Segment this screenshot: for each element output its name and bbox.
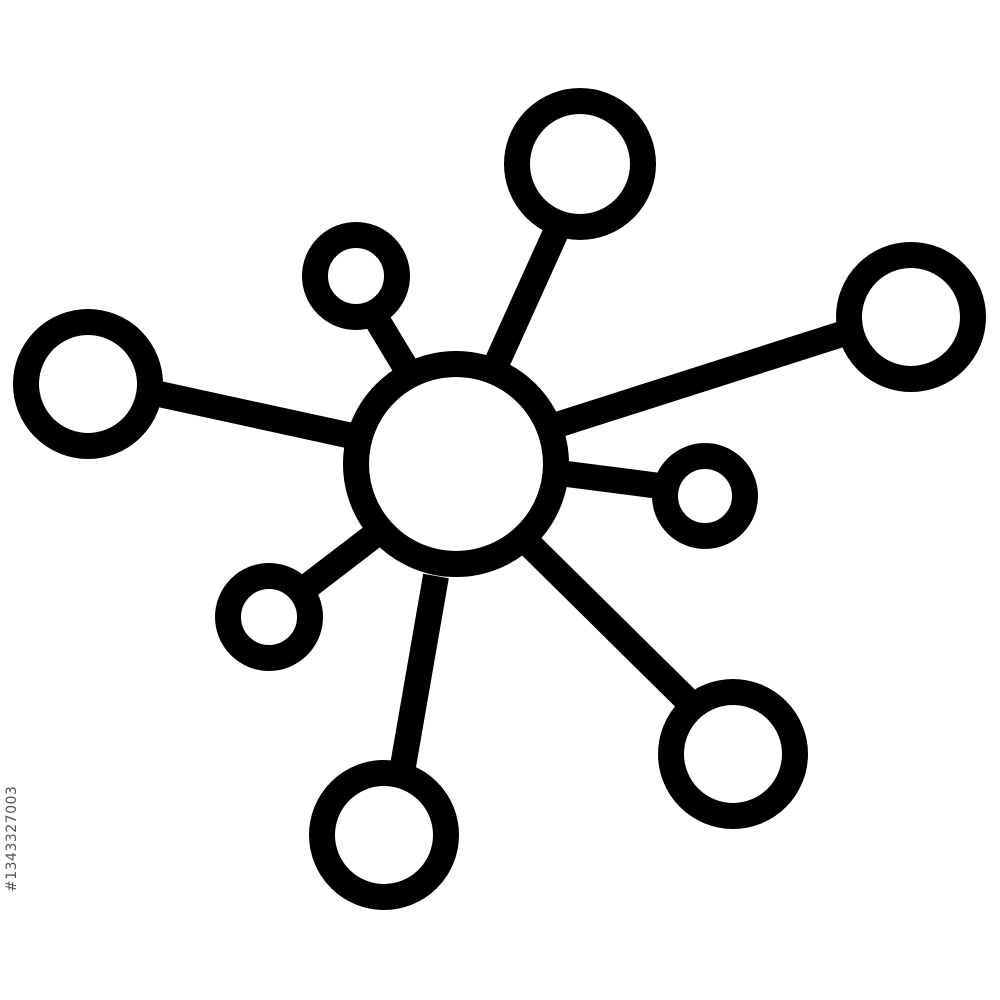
connector-mid-right	[565, 461, 662, 499]
node-upper-left-small	[302, 222, 410, 330]
connector-lines	[147, 226, 846, 769]
connector-lower-right	[520, 535, 700, 713]
node-right	[836, 242, 986, 392]
hub-node	[343, 351, 569, 577]
node-mid-right-small	[652, 443, 758, 549]
stock-image-id: #1343327003	[4, 785, 20, 892]
connector-right	[556, 321, 846, 437]
node-lower-right	[658, 679, 808, 829]
connector-bottom	[390, 573, 449, 769]
node-lower-left-small	[215, 563, 323, 671]
connector-left	[147, 379, 355, 449]
node-bottom	[309, 760, 459, 910]
node-left	[13, 309, 163, 459]
connector-lower-left	[300, 526, 380, 597]
connector-top	[483, 226, 568, 373]
node-top	[504, 88, 656, 240]
